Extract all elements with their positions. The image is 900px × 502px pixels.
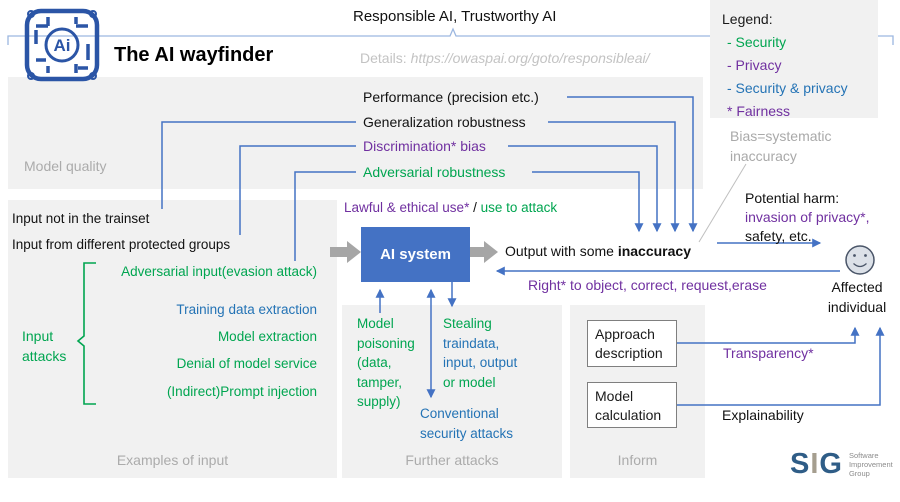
inform-arrows [677,326,885,406]
legend-box: Legend: - Security - Privacy - Security … [710,0,878,119]
legend-title: Legend: [722,11,773,27]
ai-wayfinder-logo: Ai [24,8,100,82]
input-not-in-trainset: Input not in the trainset [12,211,150,226]
examples-of-input-label: Examples of input [116,452,229,468]
model-quality-section [8,77,703,189]
transparency-label: Transparency* [723,345,814,361]
responsible-ai-label: Responsible AI, Trustworthy AI [353,8,557,25]
stealing-label: Stealing traindata, input, output or mod… [443,316,518,390]
input-protected-groups: Input from different protected groups [12,237,231,252]
bias-note: Bias=systematic inaccuracy [730,128,832,164]
safety-label: safety, etc. [745,228,812,244]
model-calculation-box: Model calculation [587,382,677,428]
approach-description-box: Approach description [587,320,677,367]
legend-item-security-privacy: - Security & privacy [727,80,848,96]
affected-individual-label: Affected individual [827,279,887,315]
affected-individual-smiley-icon [845,245,875,275]
legend-item-privacy: - Privacy [727,57,782,73]
right-to-object-label: Right* to object, correct, request,erase [528,277,767,293]
details-url: https://owaspai.org/goto/responsibleai/ [410,50,650,66]
sig-logo-letters: SIG [790,448,843,480]
quality-item-discrimination: Discrimination* bias [363,138,486,154]
lawful-use-line: Lawful & ethical use* / use to attack [344,200,558,215]
bias-note-pointer-line [698,163,747,243]
attack-prompt-injection: (Indirect)Prompt injection [166,384,317,399]
details-label: Details: [360,50,407,66]
potential-harm-title: Potential harm: [745,190,840,206]
page-title: The AI wayfinder [114,44,274,66]
legend-item-security: - Security [727,34,787,50]
quality-item-generalization: Generalization robustness [363,114,526,130]
use-to-attack-label: use to attack [480,200,558,215]
further-attacks-label: Further attacks [405,452,499,468]
legend-item-fairness: * Fairness [727,103,791,119]
ai-output-arrow [470,241,498,263]
attack-model-extraction: Model extraction [217,329,317,344]
svg-text:Ai: Ai [54,36,71,55]
potential-harm-block: Potential harm: invasion of privacy*, sa… [745,189,895,246]
model-quality-label: Model quality [24,158,107,174]
explainability-label: Explainability [722,407,804,423]
sig-logo: SIG Software Improvement Group [790,450,893,479]
quality-item-performance: Performance (precision etc.) [363,89,539,105]
model-poisoning-label: Model poisoning (data, tamper, supply) [357,316,415,409]
lawful-ethical-use-label: Lawful & ethical use* [344,200,470,215]
input-adversarial: Adversarial input(evasion attack) [121,264,317,279]
attack-denial-of-service: Denial of model service [176,356,317,371]
quality-item-adversarial: Adversarial robustness [363,164,506,180]
privacy-invasion-label: invasion of privacy*, [745,209,870,225]
attack-training-data-extraction: Training data extraction [176,302,317,317]
inform-label: Inform [617,452,658,468]
conventional-attacks-label: Conventional security attacks [420,406,514,441]
further-attacks-section [342,305,562,478]
output-label: Output with some inaccuracy [505,243,691,259]
input-attacks-label: Input attacks [22,328,67,364]
ai-system-box: AI system [361,227,470,282]
examples-of-input-section [8,200,337,478]
details-line: Details: https://owaspai.org/goto/respon… [360,50,650,66]
sig-org-name: Software Improvement Group [848,451,893,478]
